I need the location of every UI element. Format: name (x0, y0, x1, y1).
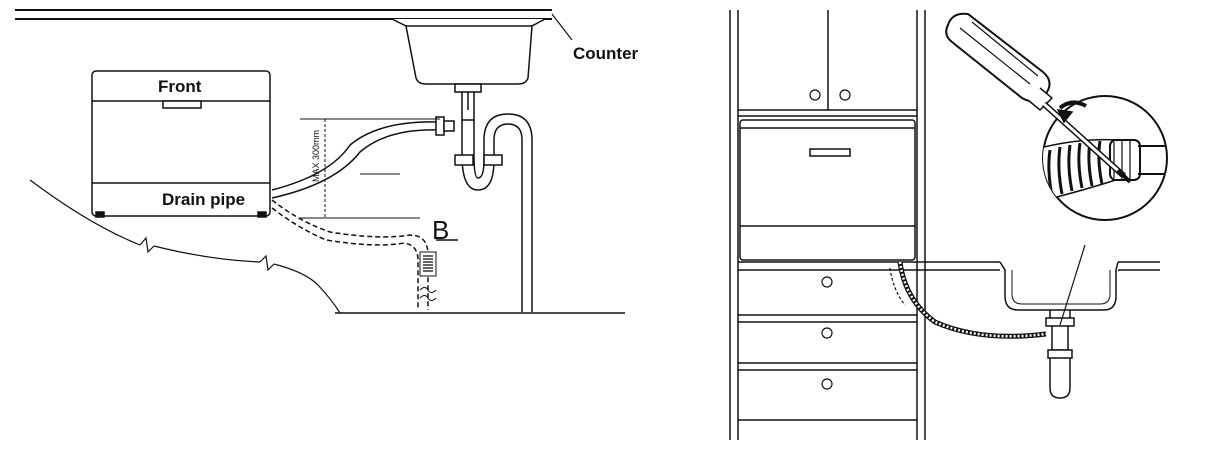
drain-pipe-label: Drain pipe (162, 190, 245, 209)
drain-hose-option-b (271, 199, 429, 310)
right-panel (729, 10, 1168, 440)
counter-label: Counter (573, 44, 639, 63)
max-height-dimension (300, 118, 440, 219)
corrugated-drain-hose (889, 261, 1047, 339)
option-b-label: B (432, 215, 449, 245)
drain-hose (271, 116, 455, 199)
kitchen-cabinet (729, 10, 926, 440)
left-panel (15, 9, 625, 314)
screwdriver-icon (945, 12, 1132, 184)
dishwasher-front (91, 70, 271, 218)
sink-bowl (391, 18, 546, 110)
drawers (738, 261, 1160, 421)
front-label: Front (158, 77, 202, 96)
standpipe-b (419, 239, 458, 301)
sink-trap (454, 92, 533, 312)
max-height-label: MAX 300mm (311, 130, 321, 182)
under-sink (999, 244, 1119, 399)
dishwasher-cabinet-unit (739, 119, 916, 261)
rotate-arrow-icon (1056, 100, 1087, 124)
ground-contour (29, 179, 341, 314)
